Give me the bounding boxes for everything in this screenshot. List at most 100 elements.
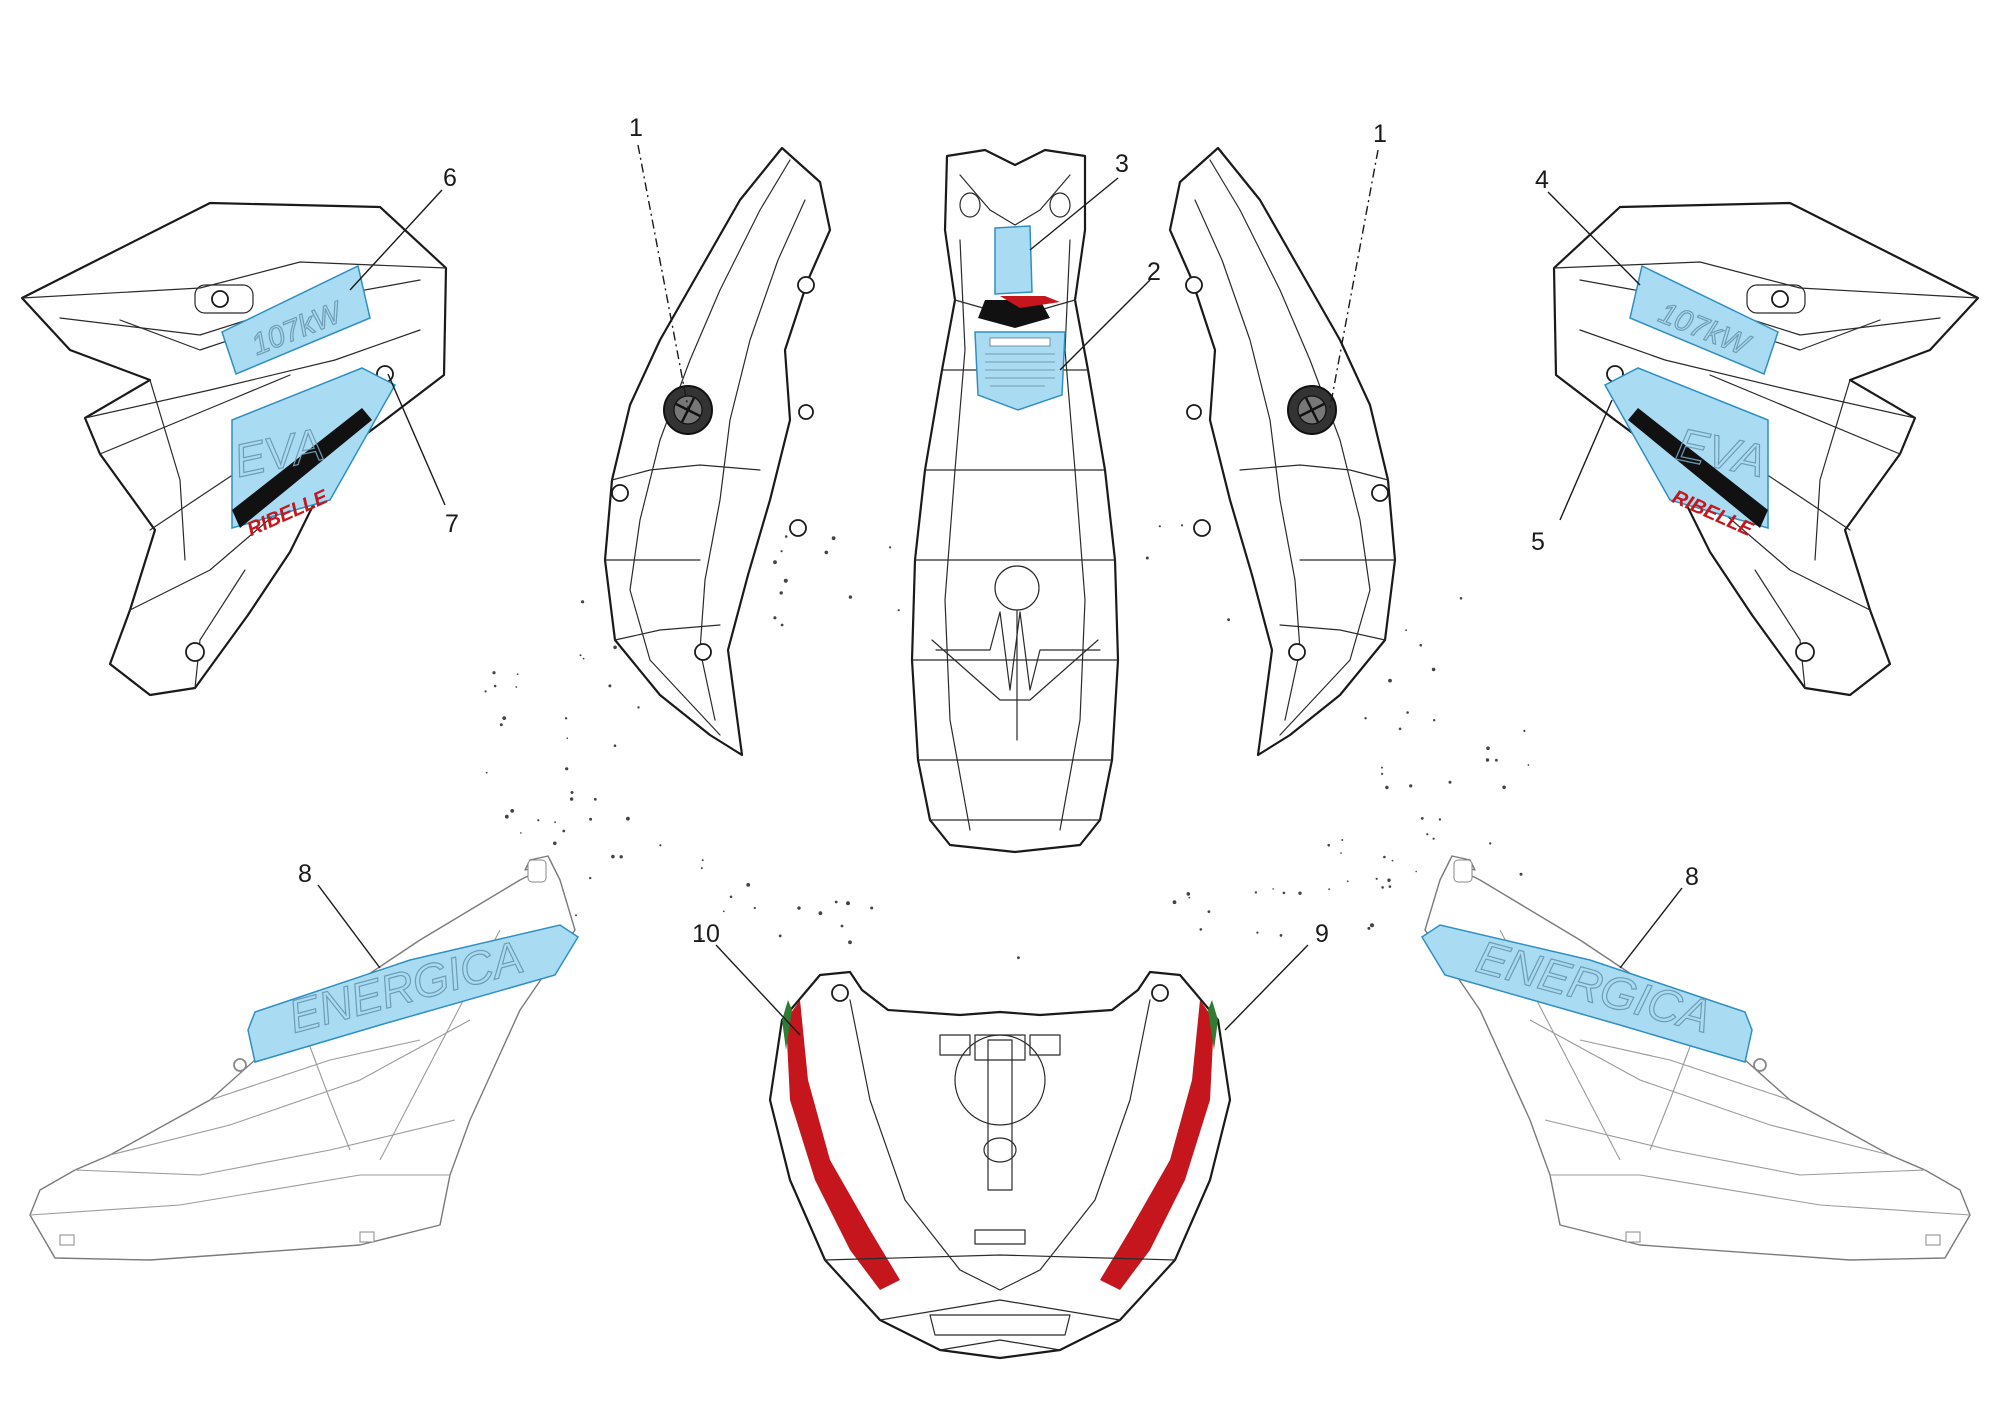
callout-4: 4 <box>1535 166 1549 194</box>
scatter-dot <box>753 906 756 910</box>
scatter-dot <box>746 883 751 887</box>
scatter-dot <box>1387 878 1391 882</box>
scatter-dot <box>562 829 566 833</box>
scatter-dot <box>1186 892 1191 896</box>
scatter-dot <box>566 737 569 739</box>
tank-decal-3 <box>994 225 1033 295</box>
scatter-dot <box>1406 711 1409 714</box>
scatter-dot <box>1405 629 1407 632</box>
scatter-dot <box>504 814 509 819</box>
scatter-dot <box>783 578 788 583</box>
scatter-dot <box>1298 891 1302 895</box>
scatter-dot <box>1419 643 1422 647</box>
left-side-fairing: 107kW EVA RIBELLE <box>20 201 448 697</box>
tail-section <box>768 970 1232 1360</box>
scatter-dot <box>581 600 585 604</box>
scatter-dot <box>897 609 900 612</box>
left-shroud-panel <box>603 146 832 757</box>
scatter-dot <box>493 684 497 688</box>
scatter-dot <box>554 821 556 824</box>
scatter-dot <box>848 595 853 599</box>
callout-9: 9 <box>1315 920 1329 948</box>
scatter-dot <box>840 924 844 928</box>
scatter-dot <box>1381 766 1383 769</box>
scatter-dot <box>1341 839 1344 841</box>
scatter-dot <box>1227 618 1230 622</box>
scatter-dot <box>1327 843 1330 847</box>
scatter-dot <box>659 844 662 847</box>
scatter-dot <box>1495 758 1498 762</box>
scatter-dot <box>579 654 582 657</box>
scatter-dot <box>516 673 519 675</box>
scatter-dot <box>1523 729 1526 733</box>
scatter-dot <box>1188 896 1191 899</box>
center-tank-cover <box>910 148 1120 854</box>
scatter-dot <box>1207 910 1211 913</box>
callout-8-right: 8 <box>1685 863 1699 891</box>
scatter-dot <box>515 686 518 688</box>
scatter-dot <box>778 934 782 938</box>
scatter-dot <box>1486 746 1490 750</box>
scatter-dot <box>1279 934 1283 937</box>
scatter-dot <box>846 901 850 906</box>
scatter-dot <box>722 910 725 913</box>
scatter-dot <box>553 841 557 846</box>
scatter-dot <box>1158 525 1161 528</box>
scatter-dot <box>593 797 597 801</box>
scatter-dot <box>569 797 574 801</box>
callout-10: 10 <box>692 920 720 948</box>
scatter-dot <box>1145 556 1149 560</box>
scatter-dot <box>889 546 892 549</box>
scatter-dot <box>1527 764 1530 766</box>
callout-8-left: 8 <box>298 860 312 888</box>
scatter-dot <box>1272 888 1274 890</box>
scatter-dot <box>1489 842 1492 845</box>
scatter-dot <box>1381 886 1384 889</box>
scatter-dot <box>773 560 777 565</box>
callout-2: 2 <box>1147 258 1161 286</box>
kw-decal-left <box>221 264 371 376</box>
right-side-fairing <box>1552 201 1980 697</box>
callout-1-left: 1 <box>629 114 643 142</box>
scatter-dot <box>1254 891 1258 894</box>
scatter-dot <box>485 771 488 774</box>
scatter-dot <box>637 706 640 709</box>
energica-decal-left <box>247 924 580 1063</box>
scatter-dot <box>1340 852 1342 854</box>
scatter-dot <box>729 895 733 899</box>
scatter-dot <box>700 938 703 940</box>
scatter-dot <box>834 900 838 904</box>
scatter-dot <box>818 911 823 916</box>
scatter-dot <box>613 744 617 747</box>
scatter-dot <box>1398 727 1402 731</box>
scatter-dot <box>537 819 540 822</box>
scatter-dot <box>565 767 569 771</box>
callout-7: 7 <box>445 510 459 538</box>
scatter-dot <box>1432 837 1435 840</box>
scatter-dot <box>589 876 592 880</box>
scatter-dot <box>1438 818 1442 821</box>
scatter-dot <box>575 914 577 917</box>
scatter-dot <box>1426 833 1429 836</box>
scatter-dot <box>779 591 783 595</box>
scatter-dot <box>611 854 615 859</box>
scatter-dot <box>499 723 503 727</box>
callout-5: 5 <box>1531 528 1545 556</box>
scatter-dot <box>780 623 784 627</box>
scatter-dot <box>1346 880 1349 883</box>
kw-decal-right <box>1629 264 1779 376</box>
scatter-dot <box>1385 785 1389 790</box>
scatter-dot <box>1388 885 1392 888</box>
scatter-dot <box>1519 872 1523 876</box>
scatter-dot <box>1381 772 1384 776</box>
scatter-dot <box>1459 597 1463 600</box>
scatter-dot <box>1383 855 1386 859</box>
right-shroud-panel <box>1168 146 1397 757</box>
scatter-dot <box>701 859 704 862</box>
scatter-dot <box>626 816 630 821</box>
scatter-dot <box>700 867 703 870</box>
scatter-dot <box>1391 859 1394 862</box>
scatter-dot <box>1448 780 1452 784</box>
scatter-dot <box>1431 667 1436 672</box>
scatter-dot <box>1017 956 1020 960</box>
